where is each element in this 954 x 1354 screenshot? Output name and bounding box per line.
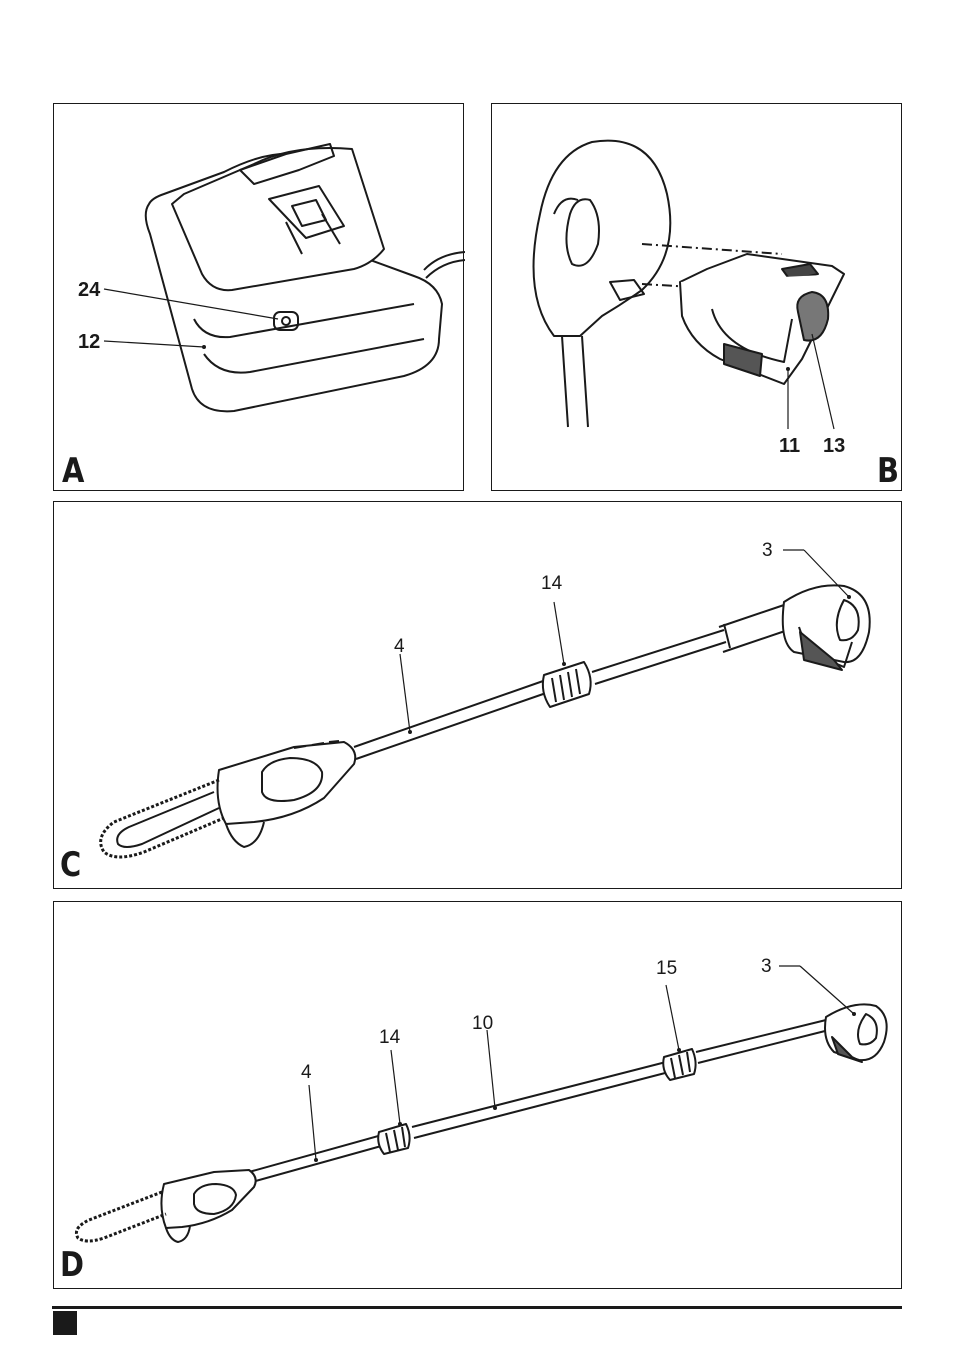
footer-rule [52, 1306, 902, 1309]
figure-d-panel: 15 3 10 14 4 D [53, 901, 902, 1289]
battery-insertion-illustration [492, 104, 903, 492]
figure-b-panel: 11 13 B [491, 103, 902, 491]
callout-13: 13 [823, 436, 845, 456]
callout-3: 3 [761, 957, 772, 976]
figure-letter-a: A [62, 454, 84, 488]
callout-14: 14 [541, 574, 562, 593]
callout-24: 24 [78, 280, 100, 300]
callout-4: 4 [394, 637, 405, 656]
figure-letter-d: D [60, 1248, 84, 1282]
callout-11: 11 [779, 436, 800, 456]
figure-c-panel: 3 14 4 C [53, 501, 902, 889]
figure-letter-c: C [60, 848, 81, 882]
callout-12: 12 [78, 332, 100, 352]
footer-page-marker [53, 1311, 77, 1335]
figure-a-panel: 24 12 A [53, 103, 464, 491]
pole-saw-illustration [54, 502, 903, 890]
figure-letter-b: B [877, 454, 899, 488]
callout-3: 3 [762, 541, 773, 560]
charger-illustration [54, 104, 465, 492]
callout-15: 15 [656, 959, 677, 978]
callout-14: 14 [379, 1028, 400, 1047]
extended-pole-saw-illustration [54, 902, 903, 1290]
callout-10: 10 [472, 1014, 493, 1033]
callout-4: 4 [301, 1063, 312, 1082]
